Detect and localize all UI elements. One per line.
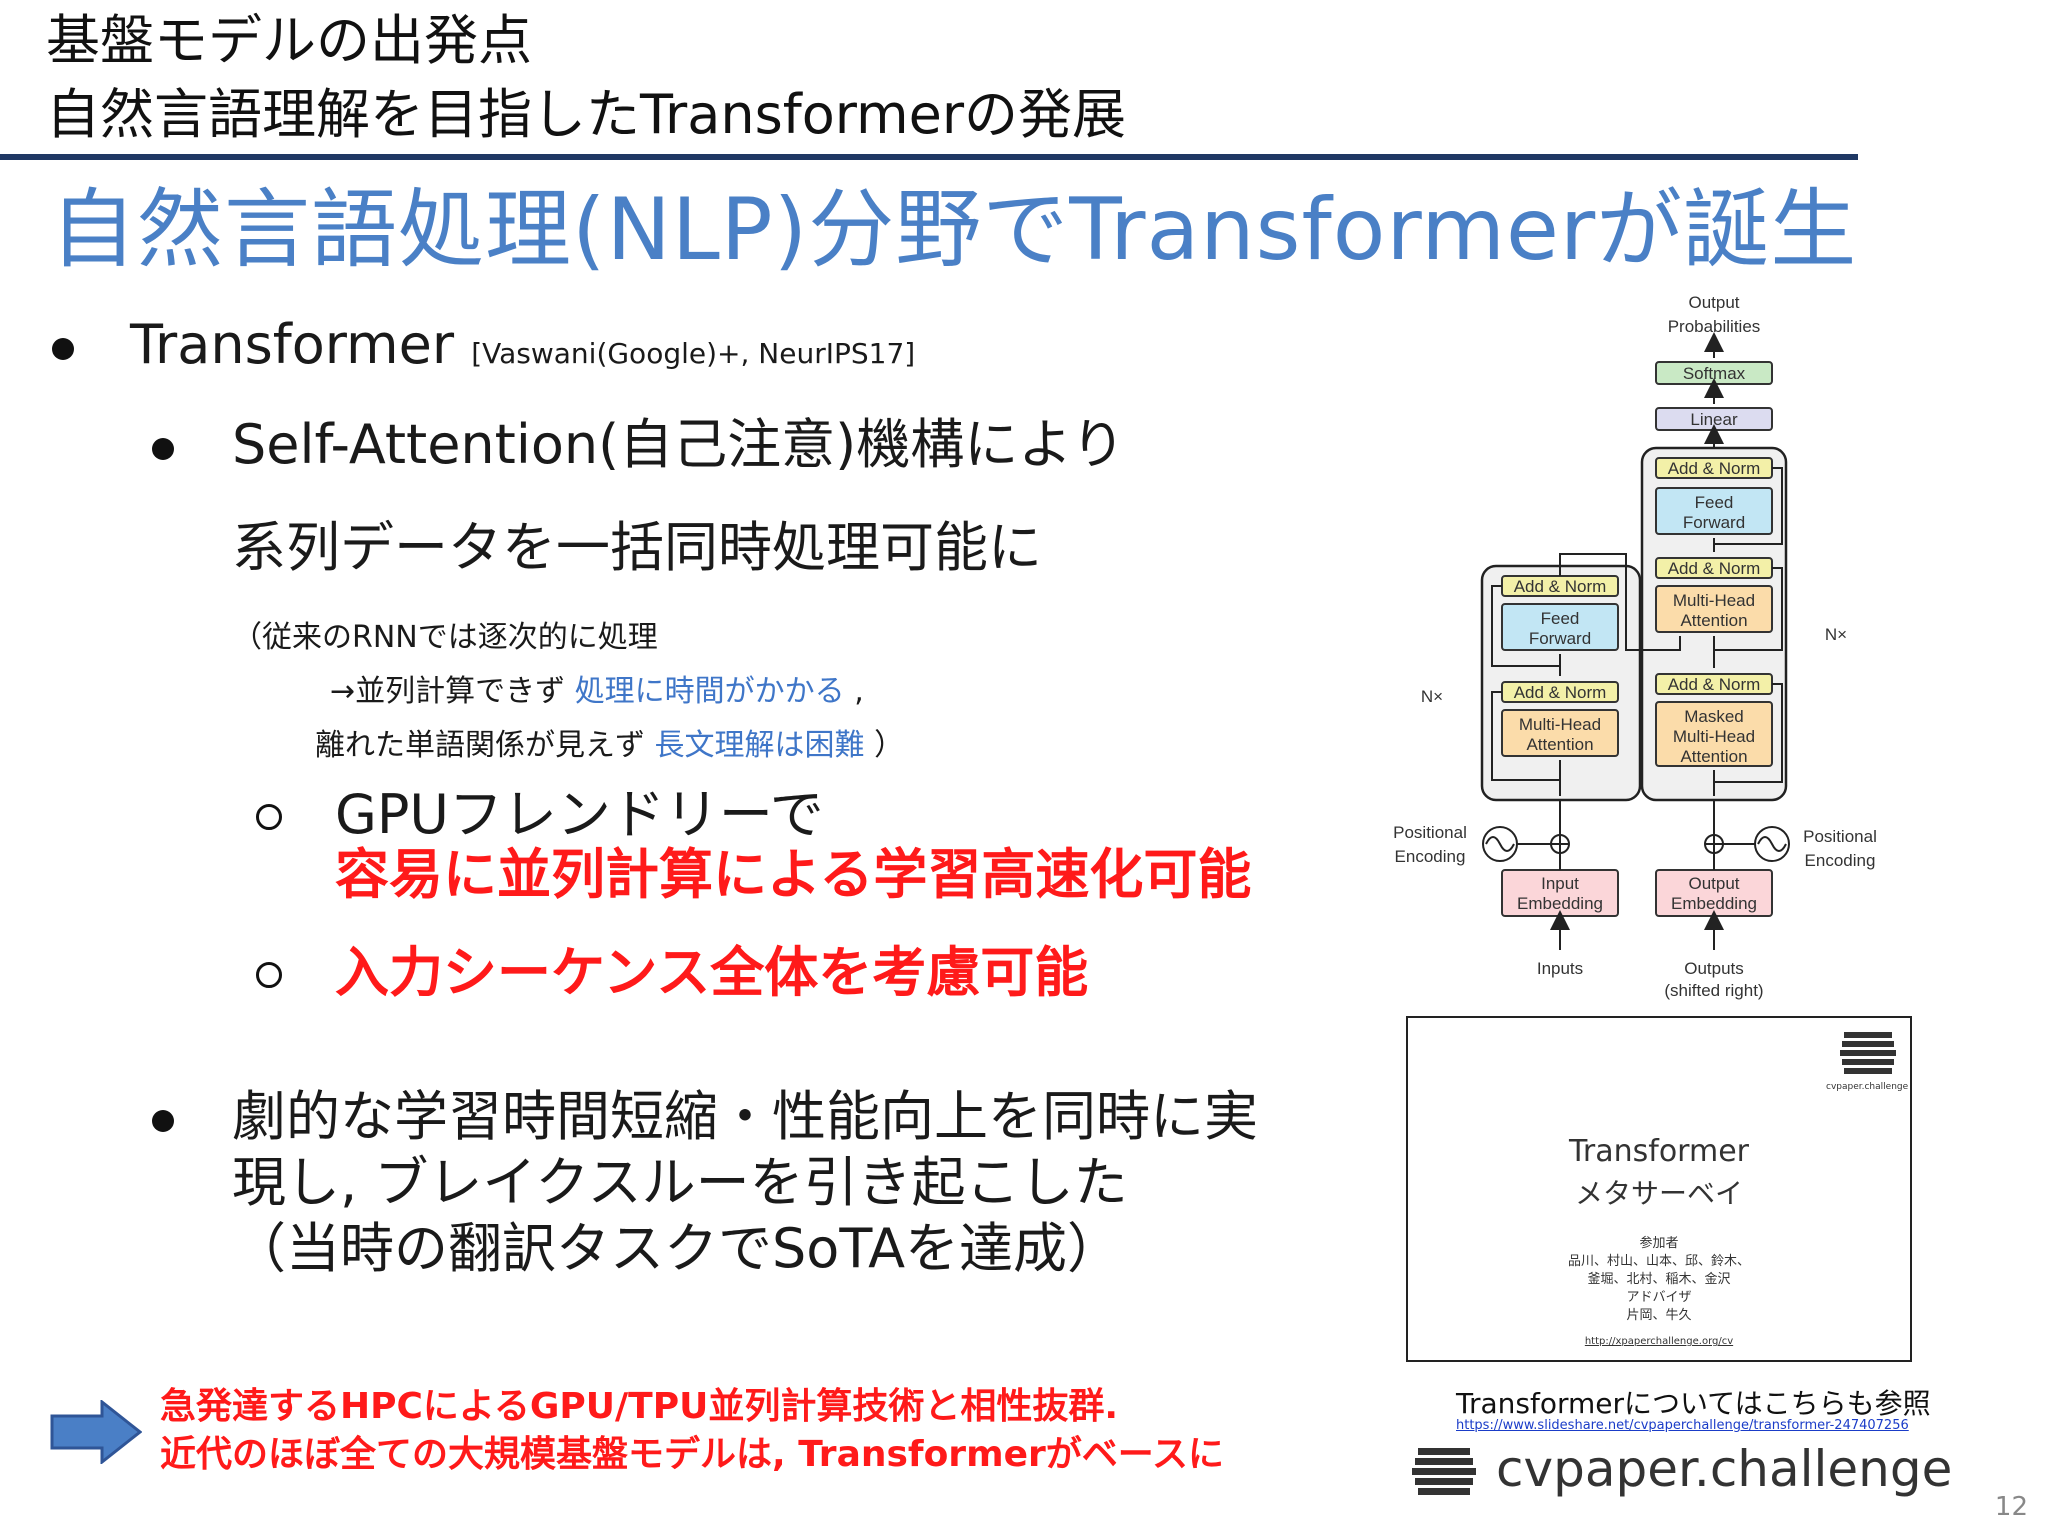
decoder-masked-1: Masked	[1684, 707, 1744, 726]
decoder-nx: N×	[1825, 625, 1847, 644]
deck-names-3: アドバイザ	[1626, 1290, 1692, 1305]
pe-right-2: Encoding	[1805, 851, 1876, 870]
decoder-addnorm-1: Add & Norm	[1668, 675, 1761, 694]
note-line-2-highlight: 処理に時間がかかる	[574, 674, 845, 709]
deck-names-2: 釜堀、北村、稲木、金沢	[1587, 1272, 1731, 1287]
encoder-mha-2: Attention	[1526, 735, 1593, 754]
encoder-ff-2: Forward	[1529, 629, 1591, 648]
header-line-1: 基盤モデルの出発点	[46, 9, 532, 72]
note-line-3-suffix: ）	[864, 728, 905, 763]
page-number: 12	[1994, 1492, 2028, 1522]
sub-bullet-gpu-line1: GPUフレンドリーで	[335, 783, 824, 846]
note-line-2: →並列計算できず 処理に時間がかかる ,	[330, 672, 864, 712]
survey-deck-thumbnail[interactable]: cvpaper.challenge Transformer メタサーベイ 参加者…	[1406, 1016, 1912, 1362]
label-output: Output	[1688, 293, 1739, 312]
bullet-dot	[52, 338, 74, 360]
note-line-3: 離れた単語関係が見えず 長文理解は困難 ）	[315, 726, 904, 766]
sub-bullet-circle	[256, 962, 282, 988]
note-line-3-highlight: 長文理解は困難	[654, 728, 865, 763]
decoder-masked-2: Multi-Head	[1673, 727, 1755, 746]
encoder-mha-1: Multi-Head	[1519, 715, 1601, 734]
bullet-breakthrough-line3: （当時の翻訳タスクでSoTAを達成）	[232, 1217, 1122, 1280]
header-line-2: 自然言語理解を目指したTransformerの発展	[46, 83, 1127, 146]
cvpaper-logo-text: cvpaper.challenge	[1496, 1440, 1953, 1498]
bullet-transformer: Transformer [Vaswani(Google)+, NeurIPS17…	[130, 312, 915, 387]
conclusion-line-1: 急発達するHPCによるGPU/TPU並列計算技術と相性抜群.	[160, 1386, 1119, 1427]
bullet-self-attention-line2: 系列データを一括同時処理可能に	[232, 516, 1042, 579]
note-line-2-suffix: ,	[844, 674, 864, 709]
label-inputs: Inputs	[1537, 959, 1583, 978]
header-rule	[0, 154, 1858, 160]
transformer-architecture-diagram: Output Probabilities Softmax Linear Add …	[1380, 290, 1900, 1010]
linear-label: Linear	[1690, 410, 1738, 429]
decoder-ff-2: Forward	[1683, 513, 1745, 532]
encoder-addnorm-1: Add & Norm	[1514, 683, 1607, 702]
sub-bullet-circle	[256, 804, 282, 830]
pe-right-1: Positional	[1803, 827, 1877, 846]
deck-brand-small: cvpaper.challenge	[1826, 1082, 1909, 1092]
reference-link[interactable]: https://www.slideshare.net/cvpaperchalle…	[1456, 1418, 1909, 1433]
bullet-dot	[152, 1110, 174, 1132]
label-shifted: (shifted right)	[1664, 981, 1763, 1000]
stack-logo-icon	[1840, 1030, 1896, 1082]
deck-names-1: 品川、村山、山本、邱、鈴木、	[1567, 1254, 1750, 1269]
encoder-ff-1: Feed	[1541, 609, 1580, 628]
sub-bullet-gpu-line2: 容易に並列計算による学習高速化可能	[335, 843, 1252, 906]
decoder-ff-1: Feed	[1695, 493, 1734, 512]
cvpaper-stack-logo-icon	[1412, 1446, 1476, 1506]
pe-left-1: Positional	[1393, 823, 1467, 842]
bullet-self-attention-line1: Self-Attention(自己注意)機構により	[232, 413, 1126, 476]
sub-bullet-sequence: 入力シーケンス全体を考慮可能	[335, 941, 1089, 1004]
softmax-label: Softmax	[1683, 364, 1746, 383]
deck-title-2: メタサーベイ	[1574, 1177, 1743, 1210]
output-embedding-2: Embedding	[1671, 894, 1757, 913]
bullet-transformer-label: Transformer	[130, 313, 455, 376]
note-line-2-prefix: →並列計算できず	[330, 674, 575, 709]
input-embedding-1: Input	[1541, 874, 1579, 893]
decoder-addnorm-2: Add & Norm	[1668, 559, 1761, 578]
label-outputs: Outputs	[1684, 959, 1744, 978]
output-embedding-1: Output	[1688, 874, 1739, 893]
input-embedding-2: Embedding	[1517, 894, 1603, 913]
deck-names-4: 片岡、牛久	[1626, 1308, 1692, 1323]
bullet-breakthrough-line1: 劇的な学習時間短縮・性能向上を同時に実	[232, 1085, 1258, 1148]
conclusion-line-2: 近代のほぼ全ての大規模基盤モデルは, Transformerがベースに	[160, 1434, 1224, 1475]
citation: [Vaswani(Google)+, NeurIPS17]	[471, 337, 916, 370]
decoder-mha-2: Attention	[1680, 611, 1747, 630]
encoder-addnorm-2: Add & Norm	[1514, 577, 1607, 596]
bullet-dot	[152, 438, 174, 460]
decoder-mha-1: Multi-Head	[1673, 591, 1755, 610]
note-line-1: （従来のRNNでは逐次的に処理	[232, 620, 658, 655]
deck-participants-label: 参加者	[1639, 1236, 1679, 1251]
deck-title-1: Transformer	[1568, 1134, 1749, 1169]
note-line-3-prefix: 離れた単語関係が見えず	[315, 728, 655, 763]
decoder-masked-3: Attention	[1680, 747, 1747, 766]
encoder-nx: N×	[1421, 687, 1443, 706]
pe-left-2: Encoding	[1395, 847, 1466, 866]
deck-url[interactable]: http://xpaperchallenge.org/cv	[1584, 1336, 1734, 1347]
slide-title: 自然言語処理(NLP)分野でTransformerが誕生	[50, 180, 1858, 280]
decoder-addnorm-3: Add & Norm	[1668, 459, 1761, 478]
bullet-breakthrough-line2: 現し, ブレイクスルーを引き起こした	[232, 1151, 1128, 1214]
right-arrow-icon	[50, 1398, 143, 1466]
reference-caption: Transformerについてはこちらも参照	[1456, 1387, 1931, 1420]
label-probabilities: Probabilities	[1668, 317, 1761, 336]
